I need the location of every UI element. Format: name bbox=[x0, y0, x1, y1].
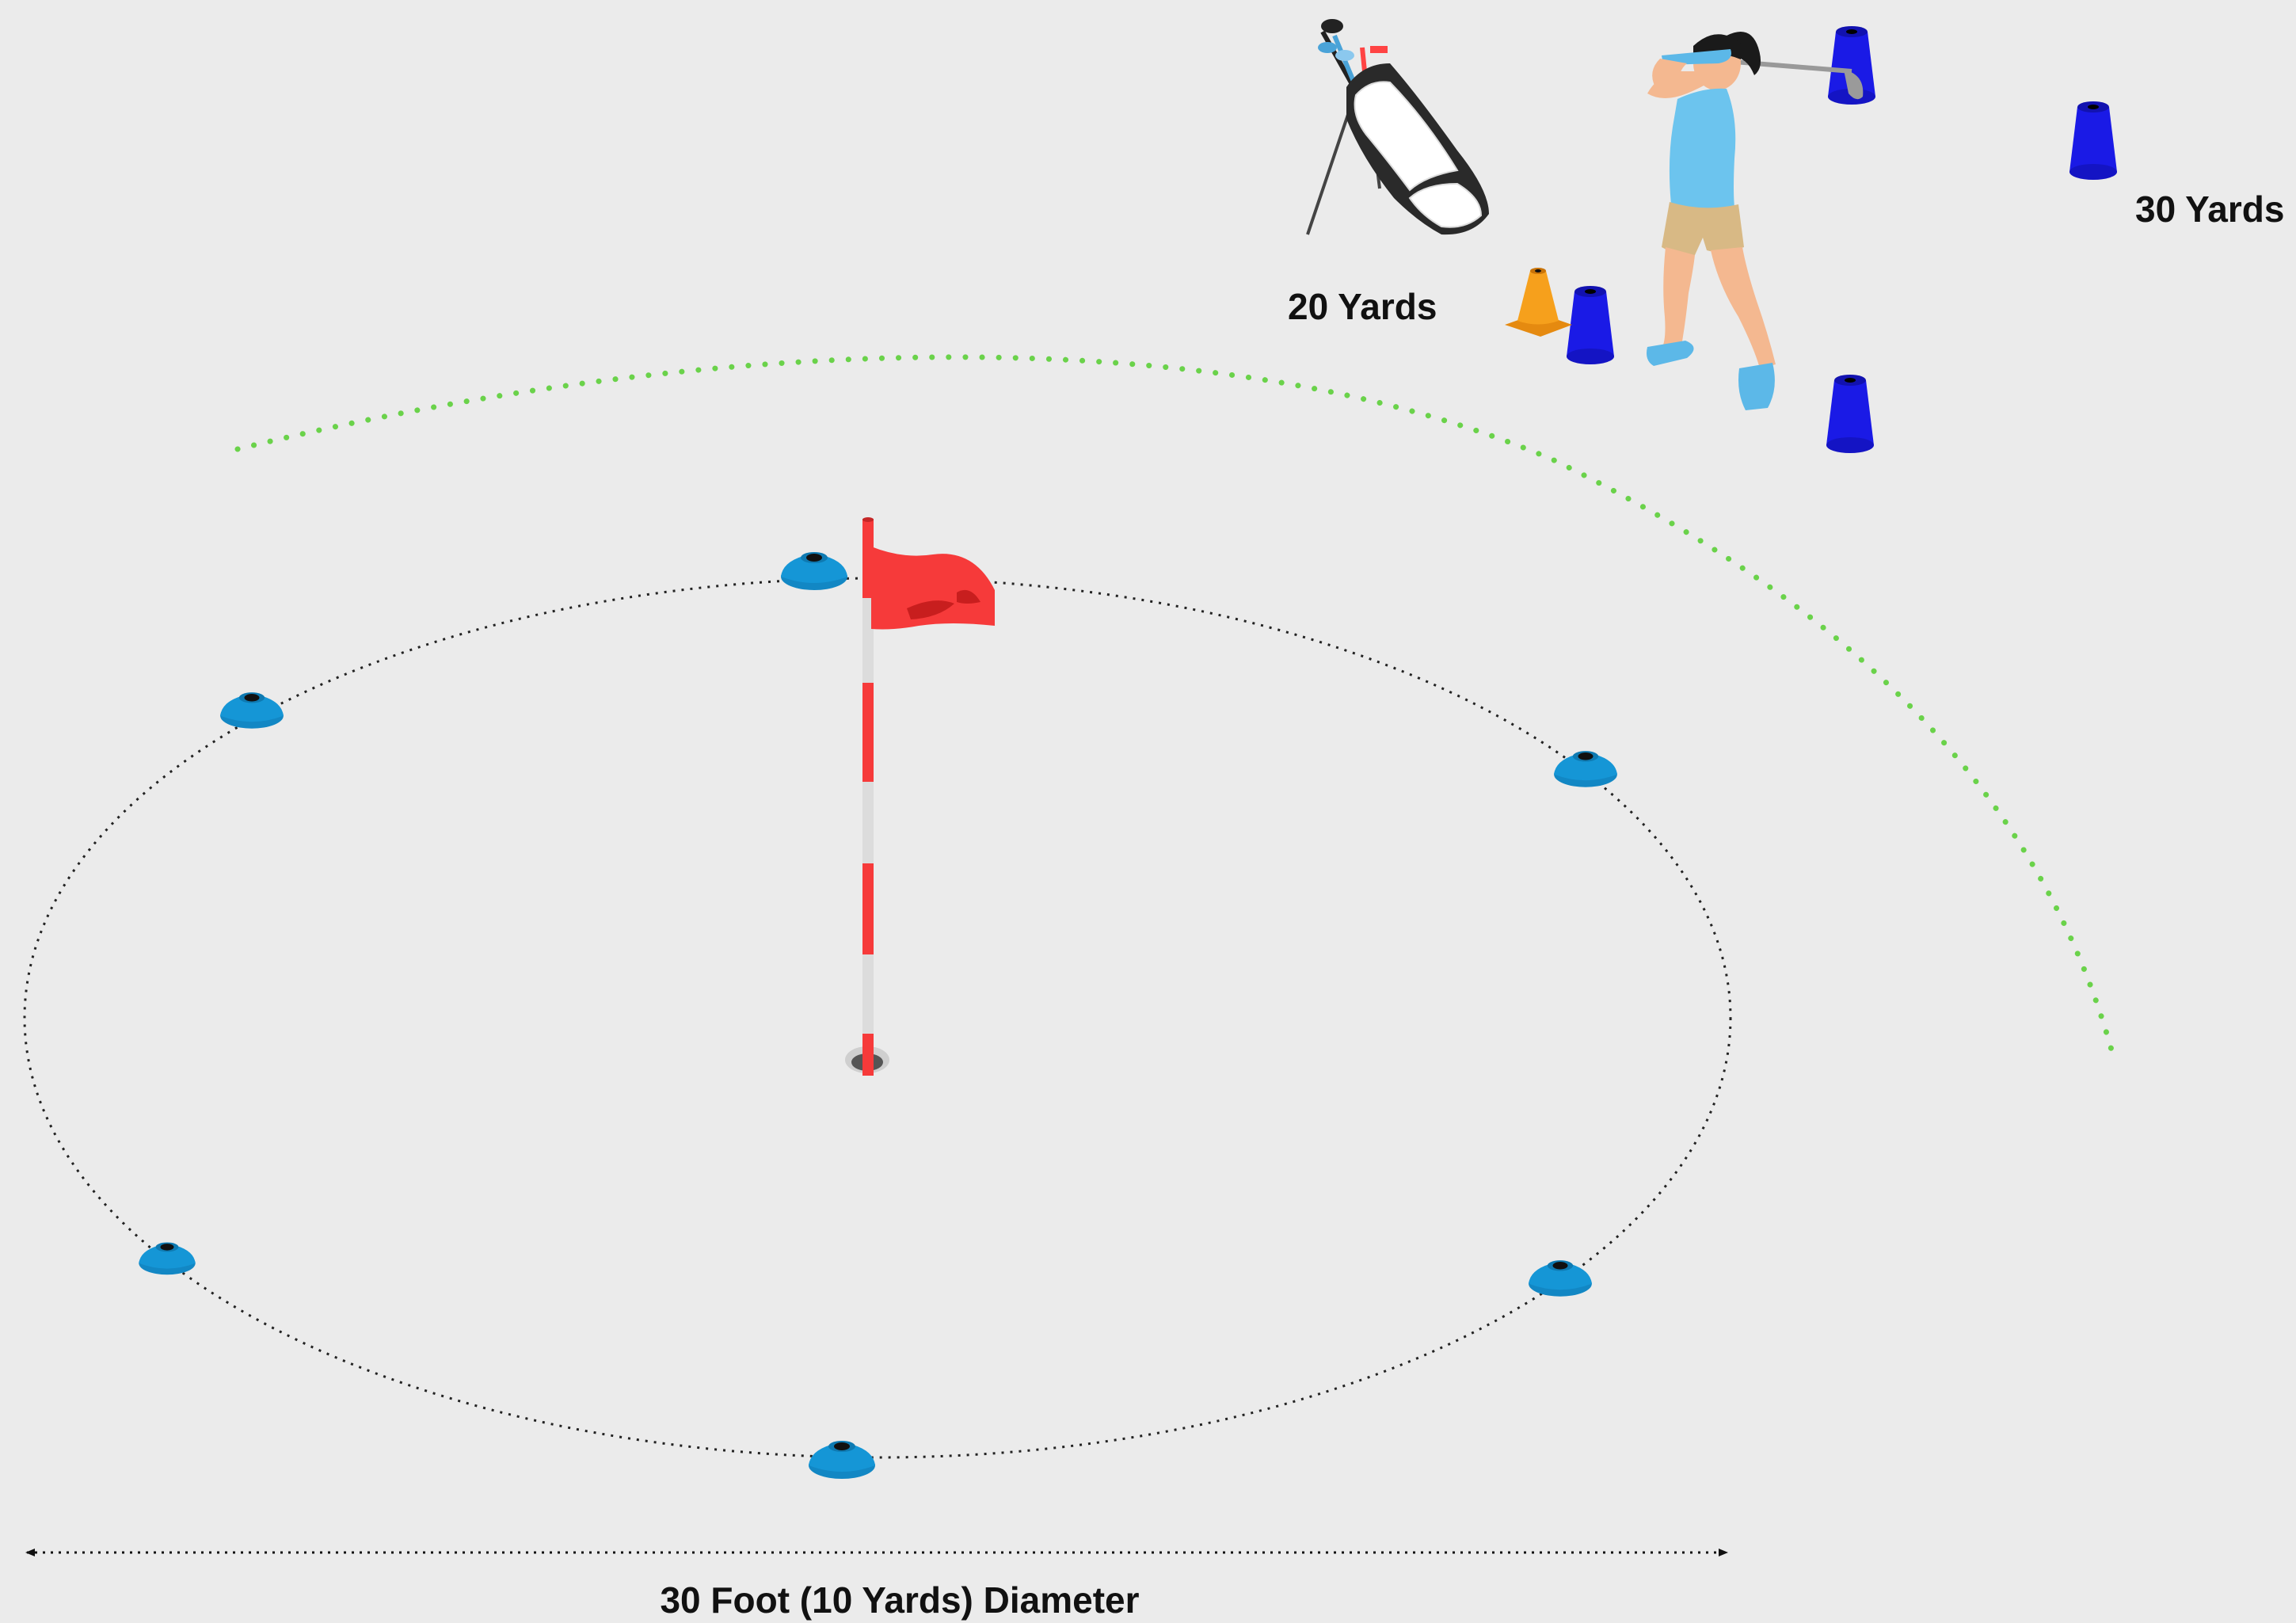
tall-cone-icon bbox=[2069, 101, 2117, 180]
distance-30-label: 30 Yards bbox=[2135, 189, 2284, 230]
tall-cone-icon bbox=[1826, 375, 1874, 453]
disc-cone-icon bbox=[809, 1441, 875, 1479]
distance-20-label: 20 Yards bbox=[1288, 286, 1437, 327]
disc-cone-icon bbox=[781, 552, 847, 590]
orange-cone-icon bbox=[1505, 268, 1572, 337]
golf-bag-icon bbox=[1308, 19, 1489, 234]
ball-path-icon bbox=[238, 357, 2115, 1061]
disc-cone-icon bbox=[220, 692, 284, 729]
disc-cone-icon bbox=[139, 1242, 195, 1274]
disc-cone-icon bbox=[1529, 1260, 1592, 1297]
tall-cone-icon bbox=[1567, 286, 1614, 364]
diameter-label: 30 Foot (10 Yards) Diameter bbox=[660, 1579, 1139, 1621]
flagstick-icon bbox=[862, 517, 995, 1076]
